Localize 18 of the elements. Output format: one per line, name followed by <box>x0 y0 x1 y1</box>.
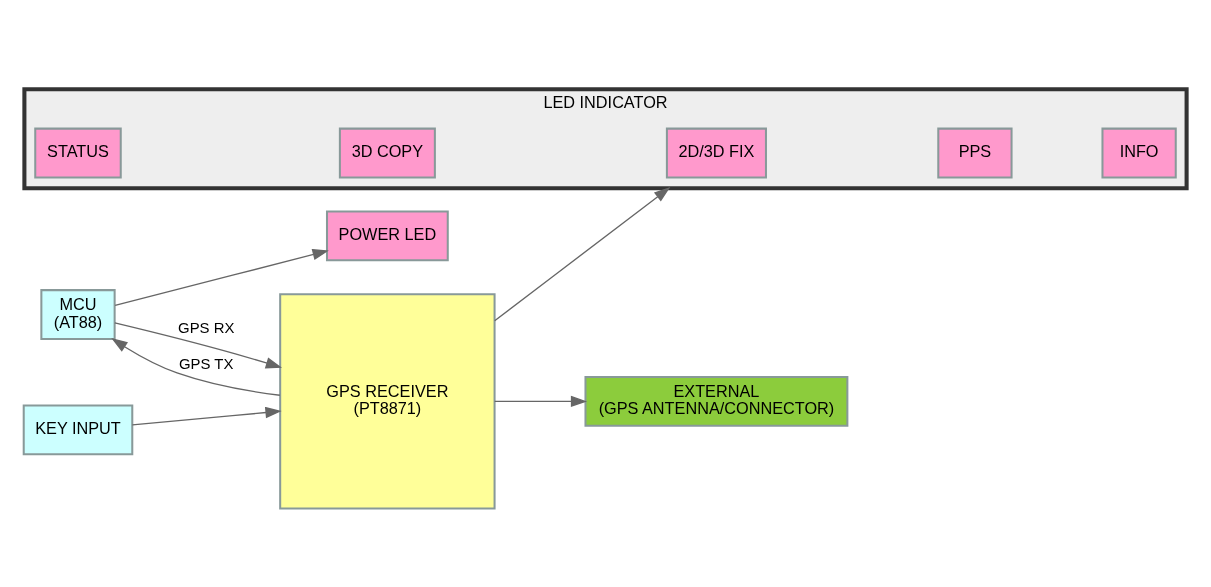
node-box: MCU (AT88) <box>40 289 116 340</box>
edge-label: GPS TX <box>179 354 234 372</box>
node-box: GPS RECEIVER (PT8871) <box>279 293 496 510</box>
node-box: STATUS <box>34 127 122 179</box>
arrow <box>131 406 282 426</box>
arrow <box>494 187 671 322</box>
node-box: 2D/3D FIX <box>665 127 767 179</box>
arrow <box>114 322 283 369</box>
node-box: PPS <box>937 127 1013 179</box>
node-box: INFO <box>1101 127 1177 179</box>
edge-label: GPS RX <box>178 319 235 337</box>
node-box: EXTERNAL (GPS ANTENNA/CONNECTOR) <box>584 375 849 427</box>
arrow <box>111 338 281 396</box>
node-box: 3D COPY <box>338 127 436 179</box>
node-box: KEY INPUT <box>22 404 134 456</box>
node-box: POWER LED <box>325 210 449 262</box>
arrow <box>114 249 329 307</box>
arrow <box>494 395 588 408</box>
